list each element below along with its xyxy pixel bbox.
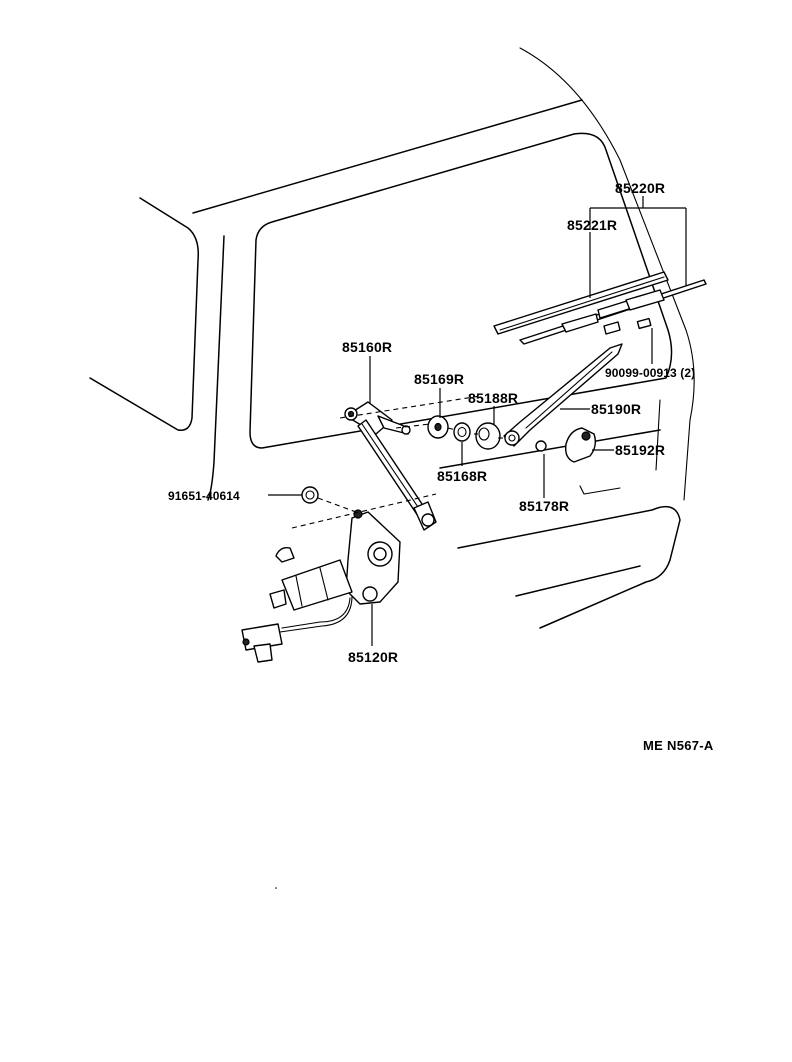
label-85192R: 85192R xyxy=(615,442,665,458)
wiper-arm-cap xyxy=(564,427,597,463)
rear-glass-outline xyxy=(249,132,673,449)
leader-lines xyxy=(268,196,687,646)
label-85188R: 85188R xyxy=(468,390,518,406)
grommet-85169R xyxy=(427,415,449,439)
wiper-arm xyxy=(503,343,623,447)
motor-body xyxy=(281,559,353,611)
motor-wire-harness xyxy=(279,595,353,633)
wiper-blade-assembly xyxy=(493,271,707,345)
assembly-dashed-lines xyxy=(291,395,506,529)
label-85220R: 85220R xyxy=(615,180,665,196)
wiper-pivot-link xyxy=(344,401,437,531)
roof-line xyxy=(192,99,583,214)
part-labels: 85220R 85221R 85160R 85169R 85188R 90099… xyxy=(168,180,695,665)
label-85190R: 85190R xyxy=(591,401,641,417)
cap-85188R xyxy=(475,422,501,450)
side-window-frame xyxy=(89,197,200,431)
d-pillar-line xyxy=(207,235,225,501)
label-91651-40614: 91651-40614 xyxy=(168,489,240,503)
tailgate-lower-panel xyxy=(439,429,661,469)
label-85120R: 85120R xyxy=(348,649,398,665)
label-85168R: 85168R xyxy=(437,468,487,484)
washer-85178R xyxy=(535,440,547,452)
scan-speck xyxy=(275,887,277,889)
wiper-blade xyxy=(493,271,669,335)
label-85169R: 85169R xyxy=(414,371,464,387)
washer-nut-91651 xyxy=(301,486,319,504)
diagram-reference-code: ME N567-A xyxy=(643,738,714,753)
label-85160R: 85160R xyxy=(342,339,392,355)
label-90099-00913: 90099-00913 (2) xyxy=(605,366,695,380)
wiper-motor-assembly xyxy=(241,509,401,663)
nut-85168R xyxy=(453,422,471,442)
label-85221R: 85221R xyxy=(567,217,617,233)
label-85178R: 85178R xyxy=(519,498,569,514)
vehicle-body-outline xyxy=(89,47,695,629)
